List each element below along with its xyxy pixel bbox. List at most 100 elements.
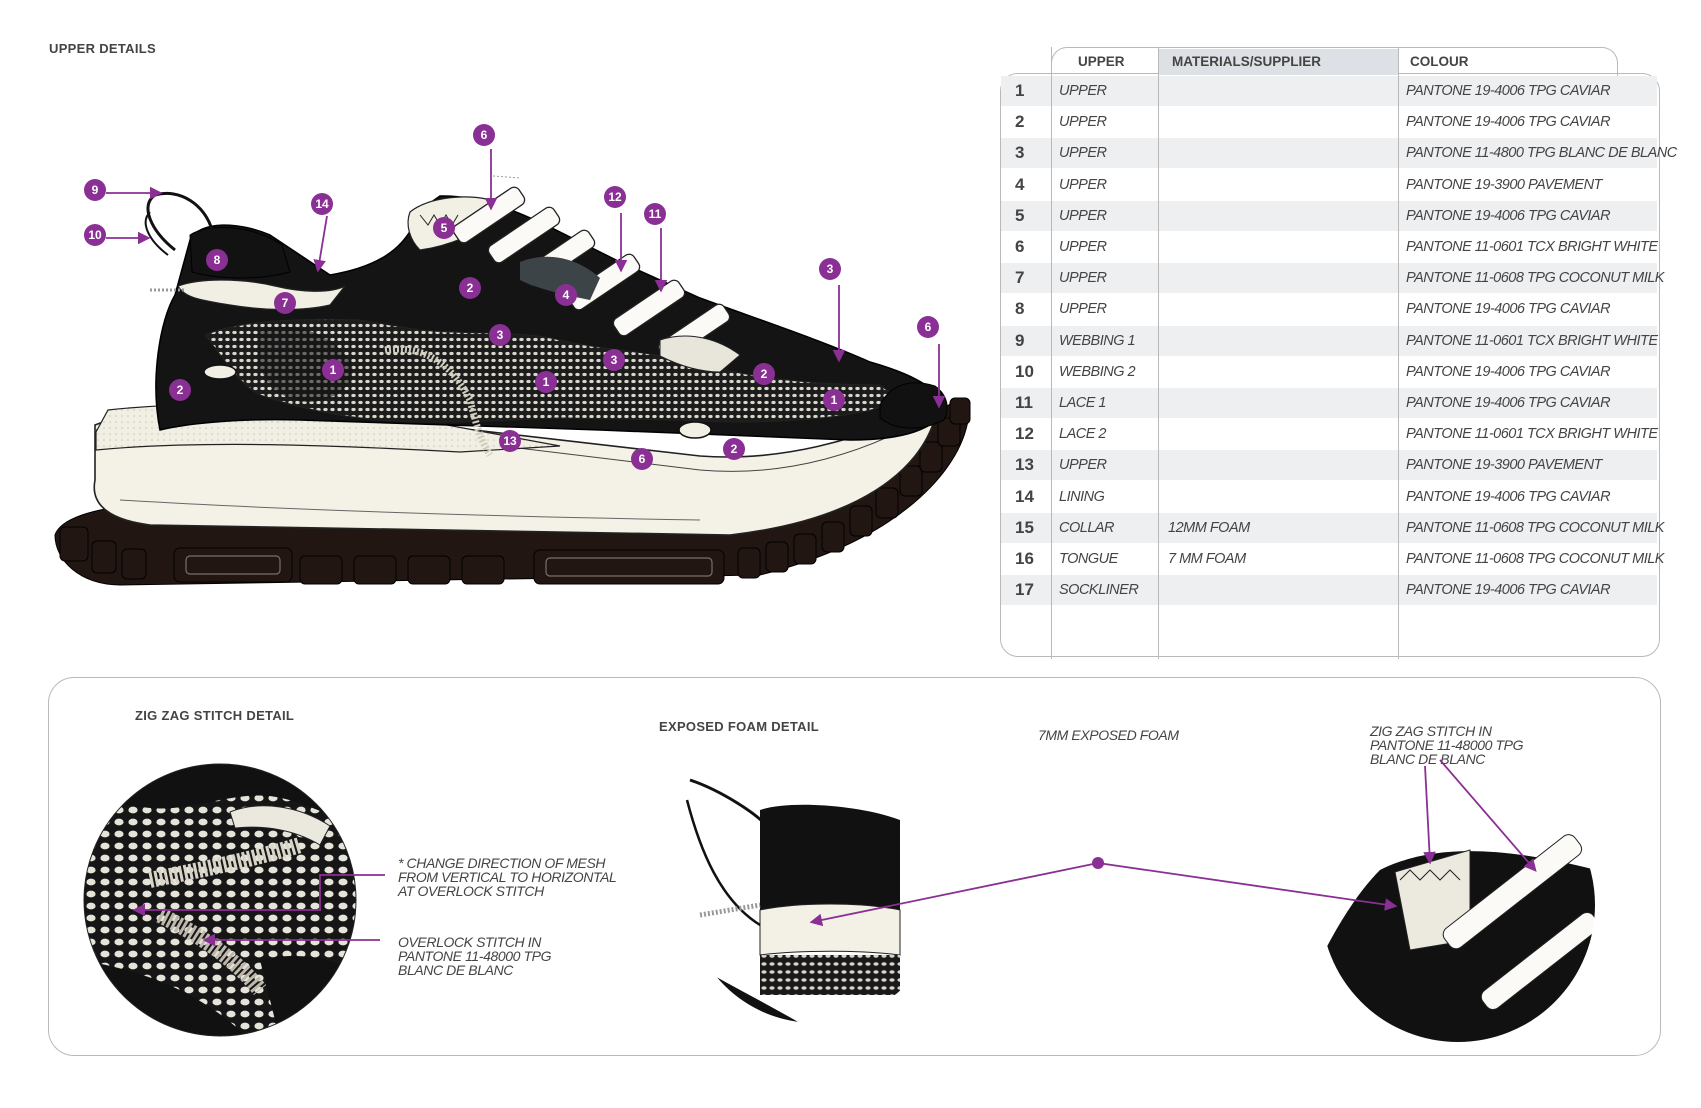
note-line: OVERLOCK STITCH IN	[398, 934, 541, 950]
zigzag-title: ZIG ZAG STITCH DETAIL	[135, 708, 295, 723]
callout-6: 6	[917, 316, 939, 338]
col-divider-3	[1398, 47, 1399, 659]
row-colour: PANTONE 19-4006 TPG CAVIAR	[1406, 301, 1611, 318]
row-number: 17	[1015, 580, 1034, 600]
row-part: TONGUE	[1059, 551, 1118, 567]
row-part: UPPER	[1059, 114, 1107, 131]
row-colour: PANTONE 19-4006 TPG CAVIAR	[1406, 114, 1611, 131]
row-material: 7 MM FOAM	[1168, 551, 1246, 567]
table-row: 14 LINING PANTONE 19-4006 TPG CAVIAR	[1001, 482, 1657, 512]
row-number: 8	[1015, 299, 1025, 319]
row-part: LACE 1	[1059, 395, 1106, 411]
row-colour: PANTONE 19-3900 PAVEMENT	[1406, 457, 1602, 474]
overlock-note: OVERLOCK STITCH IN PANTONE 11-48000 TPG …	[398, 935, 551, 977]
row-colour: PANTONE 11-0601 TCX BRIGHT WHITE	[1406, 426, 1658, 443]
header-shade	[1159, 49, 1399, 75]
toe-cap	[879, 382, 948, 429]
callout-2: 2	[753, 363, 775, 385]
row-part: UPPER	[1059, 207, 1107, 224]
row-colour: PANTONE 11-0608 TPG COCONUT MILK	[1406, 519, 1664, 536]
callout-6: 6	[473, 124, 495, 146]
note-line: BLANC DE BLANC	[398, 962, 513, 978]
note-line: * CHANGE DIRECTION OF MESH	[398, 855, 606, 871]
callout-3: 3	[489, 324, 511, 346]
row-part: UPPER	[1059, 176, 1107, 193]
row-part: COLLAR	[1059, 519, 1115, 536]
note-line: ZIG ZAG STITCH IN	[1370, 723, 1492, 739]
detail-panel	[48, 677, 1661, 1056]
callout-11: 11	[644, 203, 666, 225]
row-number: 9	[1015, 330, 1025, 350]
callout-2: 2	[169, 379, 191, 401]
note-line: PANTONE 11-48000 TPG	[398, 948, 552, 964]
callout-2: 2	[459, 277, 481, 299]
col-divider-1	[1051, 47, 1052, 659]
callout-layer	[106, 149, 946, 409]
row-colour: PANTONE 11-0608 TPG COCONUT MILK	[1406, 551, 1664, 567]
header-materials: MATERIALS/SUPPLIER	[1172, 54, 1322, 69]
row-number: 14	[1015, 486, 1034, 506]
table-row: 16 TONGUE 7 MM FOAM PANTONE 11-0608 TPG COC…	[1001, 544, 1664, 574]
upper-details-title: UPPER DETAILS	[49, 41, 156, 56]
row-number: 1	[1015, 81, 1025, 100]
row-number: 2	[1015, 112, 1025, 132]
row-colour: PANTONE 19-4006 TPG CAVIAR	[1406, 582, 1611, 599]
row-colour: PANTONE 19-4006 TPG CAVIAR	[1406, 363, 1611, 380]
callout-7: 7	[274, 292, 296, 314]
col-divider-2	[1158, 47, 1159, 659]
row-number: 6	[1015, 237, 1025, 256]
note-line: BLANC DE BLANC	[1370, 751, 1485, 767]
row-part: UPPER	[1059, 145, 1107, 162]
row-number: 10	[1015, 361, 1034, 381]
callout-5: 5	[433, 217, 455, 239]
row-part: UPPER	[1059, 83, 1107, 99]
row-colour: PANTONE 19-4006 TPG CAVIAR	[1406, 207, 1611, 224]
callout-3: 3	[603, 349, 625, 371]
row-number: 11	[1015, 393, 1033, 412]
exposed-foam-label: 7MM EXPOSED FOAM	[1038, 727, 1179, 743]
table-row: 9 WEBBING 1 PANTONE 11-0601 TCX BRIGHT WHI…	[1001, 325, 1658, 356]
row-colour: PANTONE 11-0601 TCX BRIGHT WHITE	[1406, 239, 1658, 255]
row-part: UPPER	[1059, 270, 1107, 287]
row-number: 12	[1015, 424, 1034, 444]
mesh-direction-note: * CHANGE DIRECTION OF MESH FROM VERTICAL…	[398, 855, 617, 899]
row-part: WEBBING 2	[1059, 363, 1136, 380]
table-row: 8 UPPER PANTONE 19-4006 TPG CAVIAR	[1001, 294, 1657, 324]
row-part: LINING	[1059, 488, 1105, 505]
callout-8: 8	[206, 249, 228, 271]
note-line: AT OVERLOCK STITCH	[398, 883, 544, 899]
row-part: UPPER	[1059, 457, 1107, 474]
row-number: 13	[1015, 455, 1034, 475]
callout-2: 2	[723, 438, 745, 460]
row-number: 15	[1015, 517, 1034, 537]
row-colour: PANTONE 19-4006 TPG CAVIAR	[1406, 83, 1611, 99]
table-row: 2 UPPER PANTONE 19-4006 TPG CAVIAR	[1001, 107, 1657, 137]
grey-overlay	[520, 256, 600, 300]
row-part: WEBBING 1	[1059, 332, 1136, 349]
row-colour: PANTONE 19-4006 TPG CAVIAR	[1406, 488, 1611, 505]
row-colour: PANTONE 19-3900 PAVEMENT	[1406, 176, 1602, 193]
header-upper: UPPER	[1078, 54, 1125, 69]
row-number: 3	[1015, 143, 1025, 163]
row-colour: PANTONE 11-0601 TCX BRIGHT WHITE	[1406, 332, 1658, 349]
collar-foam	[177, 279, 346, 311]
row-part: UPPER	[1059, 301, 1107, 318]
callout-13: 13	[499, 430, 521, 452]
note-line: PANTONE 11-48000 TPG	[1370, 737, 1524, 753]
callout-1: 1	[535, 371, 557, 393]
table-row: 17 SOCKLINER PANTONE 19-4006 TPG CAVIAR	[1001, 575, 1657, 606]
row-colour: PANTONE 11-4800 TPG BLANC DE BLANC	[1406, 145, 1677, 162]
row-colour: PANTONE 11-0608 TPG COCONUT MILK	[1406, 270, 1664, 287]
callout-4: 4	[555, 284, 577, 306]
row-part: SOCKLINER	[1059, 582, 1139, 599]
foam-title: EXPOSED FOAM DETAIL	[659, 719, 820, 734]
row-number: 16	[1015, 549, 1034, 568]
callout-1: 1	[823, 389, 845, 411]
table-row: 1 UPPER PANTONE 19-4006 TPG CAVIAR	[1001, 76, 1657, 106]
table-row: 3 UPPER PANTONE 11-4800 TPG BLANC DE BLANC	[1001, 138, 1677, 169]
